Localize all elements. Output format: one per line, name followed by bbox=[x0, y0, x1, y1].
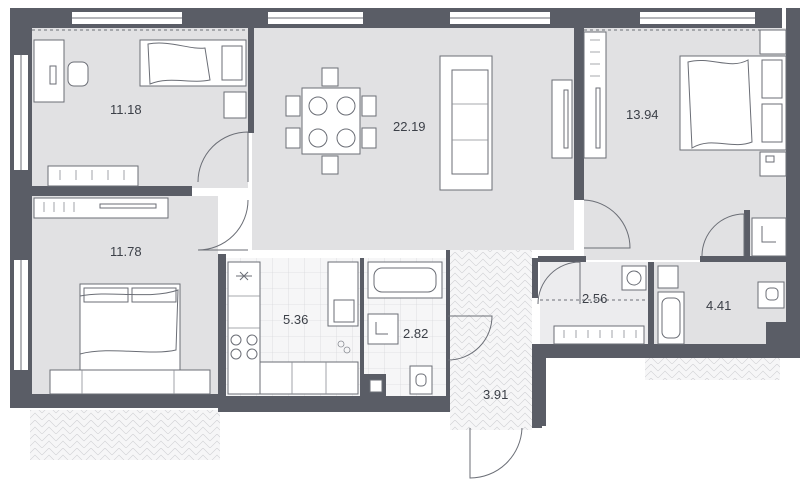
area-bathroom-right: 4.41 bbox=[706, 298, 731, 313]
sink-right bbox=[751, 217, 787, 257]
area-laundry: 2.56 bbox=[582, 291, 607, 306]
zone-dividers bbox=[32, 29, 786, 301]
furniture-bedroom-bottom-left bbox=[33, 197, 211, 395]
furniture-bedroom-top-left bbox=[33, 39, 247, 187]
furniture-bathroom bbox=[337, 261, 443, 395]
sink bbox=[367, 313, 399, 345]
wardrobe-right bbox=[583, 31, 607, 159]
chair bbox=[67, 61, 89, 87]
door-bedroom-right bbox=[583, 199, 631, 249]
washing-machine bbox=[621, 265, 647, 291]
laundry-shelf bbox=[553, 325, 645, 345]
walls bbox=[10, 8, 800, 428]
toilet-right bbox=[757, 281, 785, 309]
area-bedroom-bottom-left: 11.78 bbox=[110, 244, 142, 259]
door-laundry bbox=[537, 261, 581, 305]
area-bathroom: 2.82 bbox=[403, 326, 428, 341]
area-bedroom-top-left: 11.18 bbox=[110, 102, 142, 117]
area-bedroom-right: 13.94 bbox=[626, 107, 659, 122]
area-labels: 11.18 22.19 13.94 11.78 5.36 2.82 3.91 2… bbox=[110, 102, 731, 402]
door-bathroom bbox=[447, 315, 493, 361]
furniture-laundry bbox=[553, 265, 647, 345]
area-living-room: 22.19 bbox=[393, 119, 426, 134]
furniture-bedroom-right bbox=[583, 29, 787, 257]
door-entrance bbox=[469, 427, 523, 479]
wardrobe-top-left bbox=[47, 165, 139, 187]
furniture-bathroom-right bbox=[657, 265, 785, 345]
floor-hallway bbox=[450, 250, 532, 430]
desk bbox=[33, 39, 65, 103]
door-bedroom-top-left bbox=[197, 131, 249, 183]
furniture-living-room bbox=[285, 55, 573, 191]
sink-bathroom-right bbox=[657, 265, 679, 289]
area-kitchen: 5.36 bbox=[283, 312, 308, 327]
door-bedroom-bottom-left bbox=[197, 199, 249, 251]
doors bbox=[197, 131, 745, 479]
door-bathroom-right bbox=[701, 213, 745, 257]
area-hallway: 3.91 bbox=[483, 387, 508, 402]
tv-stand bbox=[551, 79, 573, 159]
furniture-kitchen bbox=[227, 261, 359, 395]
